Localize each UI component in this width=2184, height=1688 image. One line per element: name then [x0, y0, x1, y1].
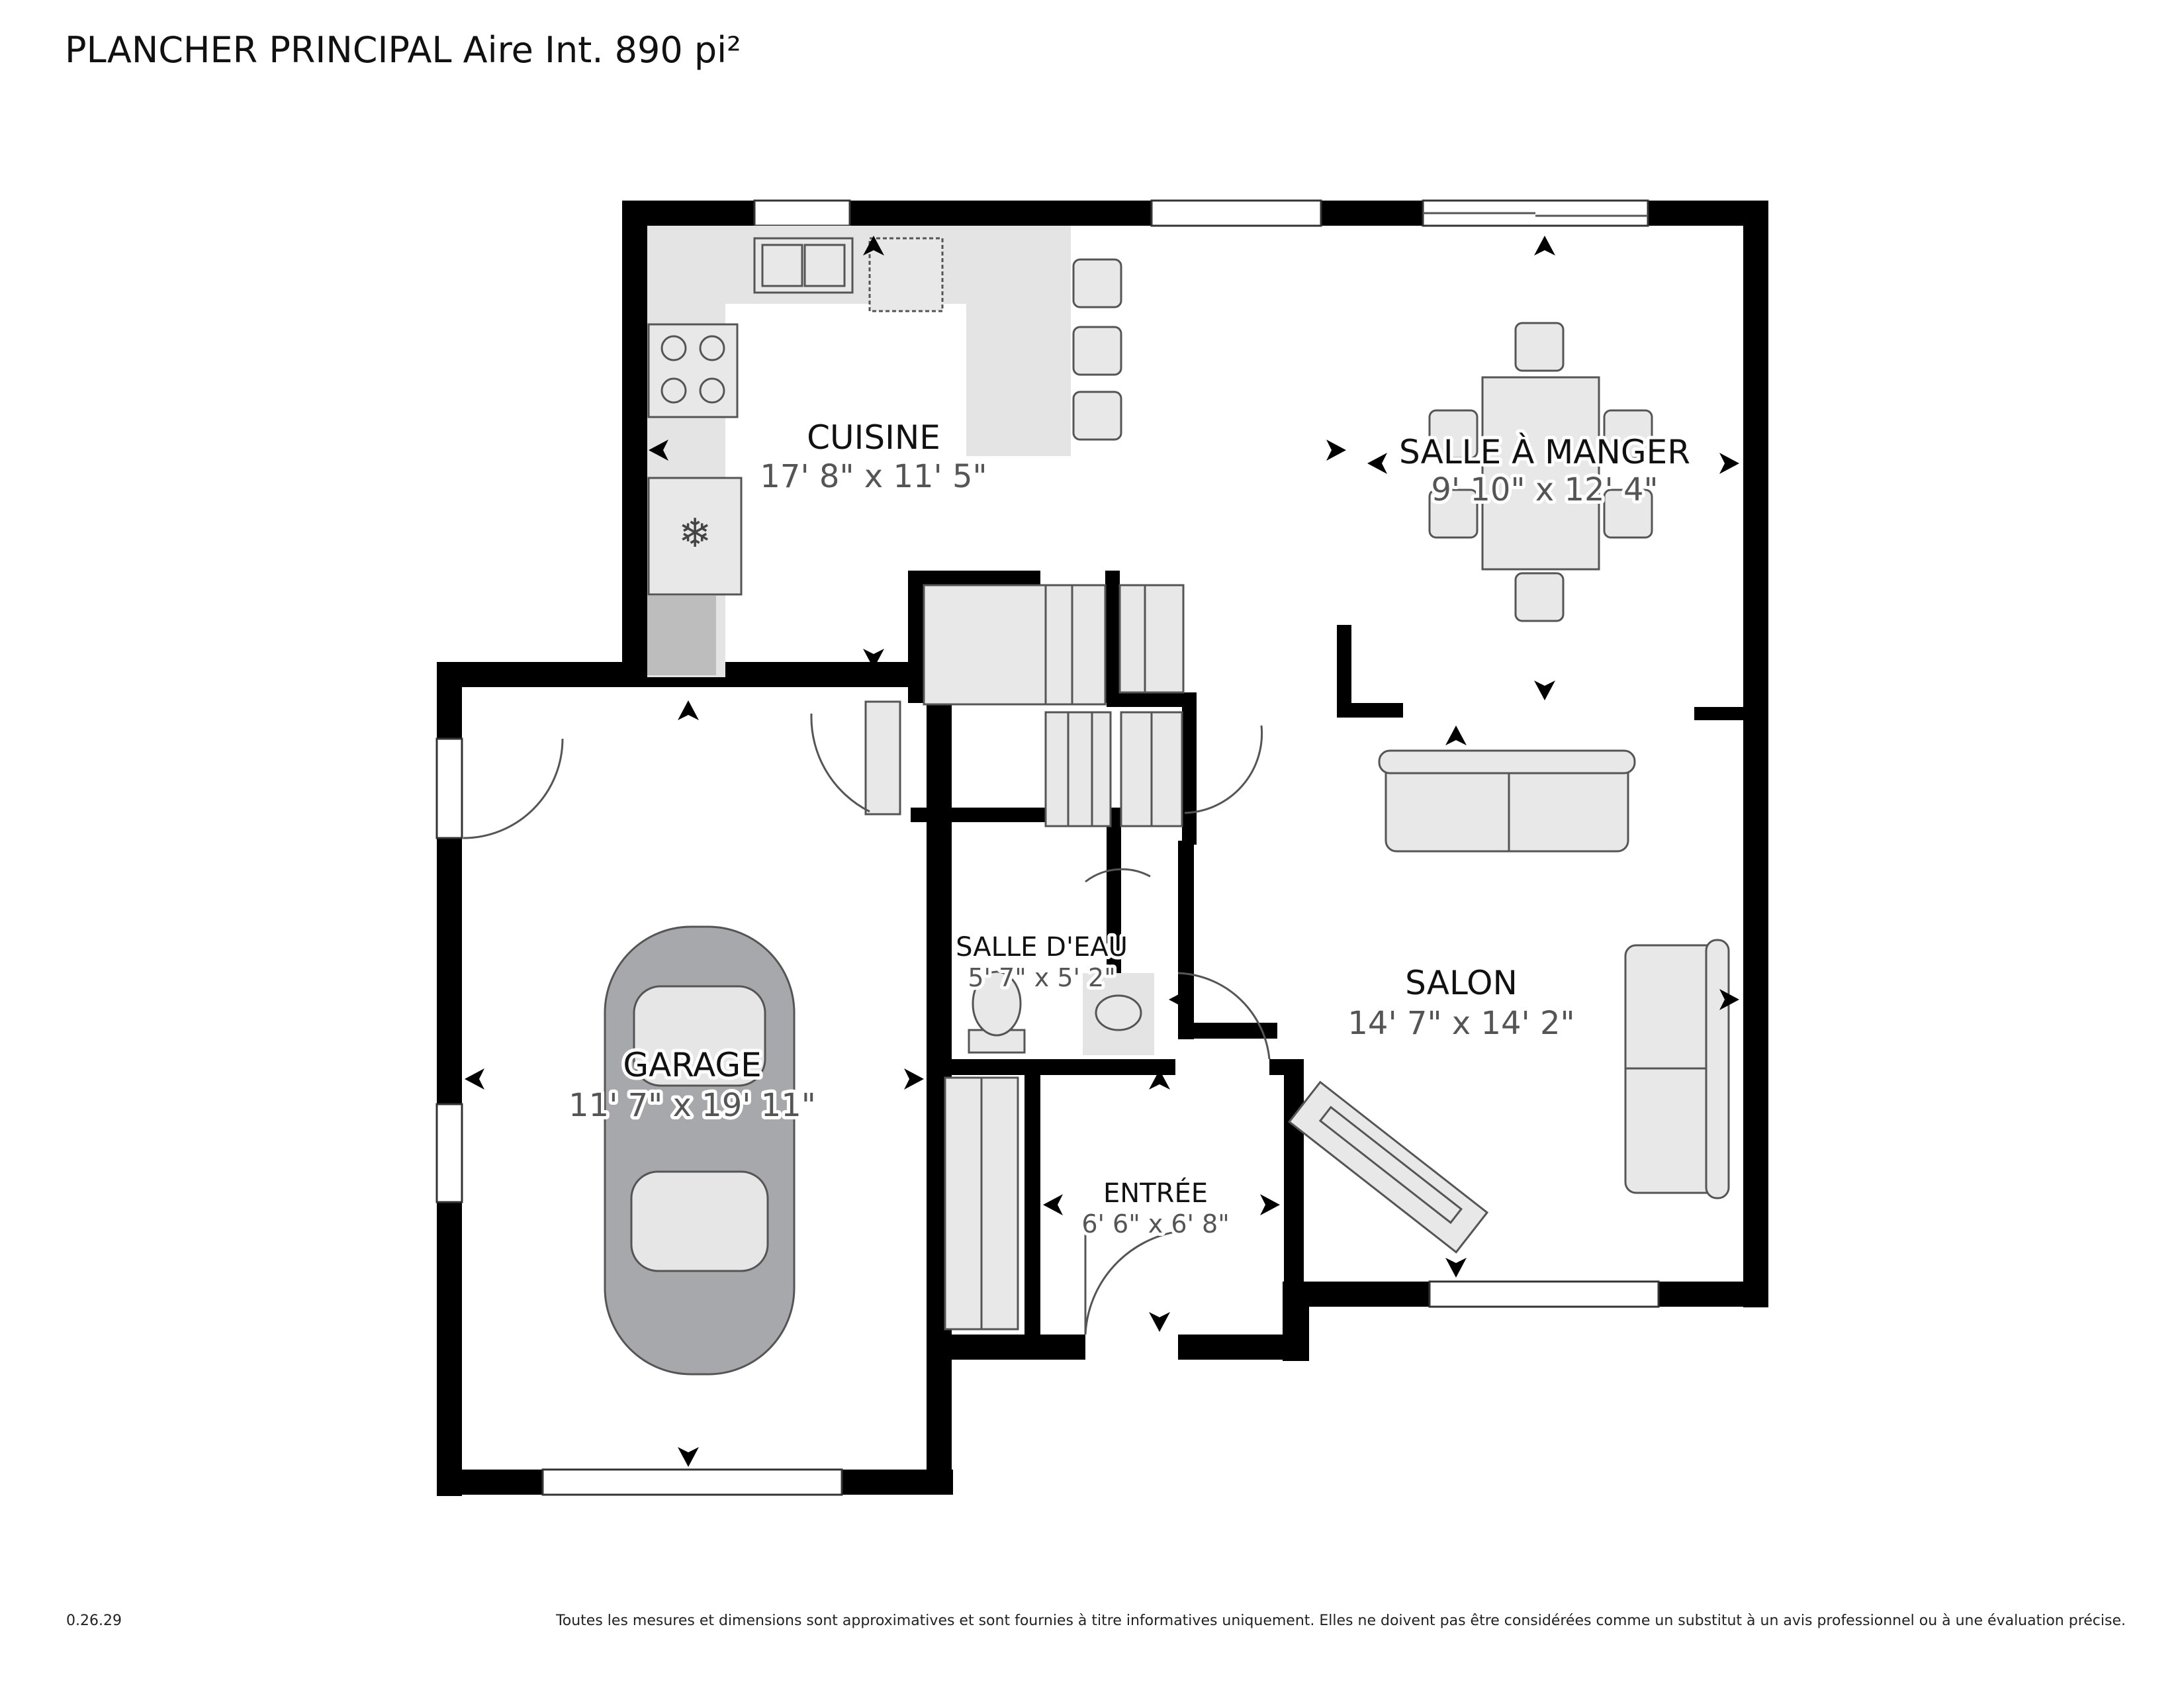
doors [463, 713, 1271, 1335]
car-icon [604, 925, 796, 1376]
version-label: 0.26.29 [66, 1613, 122, 1629]
room-label-salon: SALON 14' 7" x 14' 2" [1344, 961, 1578, 1045]
room-name: GARAGE [623, 1046, 761, 1084]
dining-set-icon [1428, 322, 1653, 622]
dimension-arrows [465, 236, 1739, 1467]
sink-icon [753, 237, 854, 294]
room-name: SALLE À MANGER [1399, 432, 1690, 471]
bathroom-fixtures [968, 970, 1154, 1055]
windows [435, 199, 1660, 1496]
plan-title: PLANCHER PRINCIPAL Aire Int. 890 pi² [65, 29, 741, 71]
stove-icon [647, 323, 739, 418]
room-name: CUISINE [807, 418, 940, 457]
room-dimensions: 14' 7" x 14' 2" [1347, 1005, 1574, 1042]
kitchen-fixtures: ❄ [647, 226, 1122, 677]
disclaimer-text: Toutes les mesures et dimensions sont ap… [556, 1613, 2126, 1629]
sofa-icon [1378, 749, 1730, 1199]
room-dimensions: 9' 10" x 12' 4" [1431, 471, 1658, 508]
room-dimensions: 11' 7" x 19' 11" [569, 1087, 816, 1124]
svg-text:❄: ❄ [678, 510, 711, 557]
tv-stand-icon [1287, 1080, 1489, 1254]
fridge-icon [647, 477, 743, 596]
room-dimensions: 5' 7" x 5' 2" [968, 963, 1115, 992]
closet-icon [944, 1076, 1019, 1331]
dishwasher-icon [868, 237, 944, 312]
room-label-salle-a-manger: SALLE À MANGER 9' 10" x 12' 4" [1396, 429, 1694, 512]
room-dimensions: 17' 8" x 11' 5" [760, 458, 987, 495]
room-name: ENTRÉE [1103, 1177, 1208, 1209]
room-label-salle-d-eau: SALLE D'EAU 5' 7" x 5' 2" [952, 929, 1131, 996]
room-dimensions: 6' 6" x 6' 8" [1081, 1209, 1229, 1239]
room-name: SALLE D'EAU [956, 932, 1128, 962]
room-label-cuisine: CUISINE 17' 8" x 11' 5" [756, 415, 990, 498]
room-name: SALON [1405, 964, 1518, 1002]
stairs-icon [864, 584, 1185, 827]
room-label-garage: GARAGE 11' 7" x 19' 11" [565, 1043, 819, 1127]
room-label-entree: ENTRÉE 6' 6" x 6' 8" [1078, 1174, 1232, 1242]
